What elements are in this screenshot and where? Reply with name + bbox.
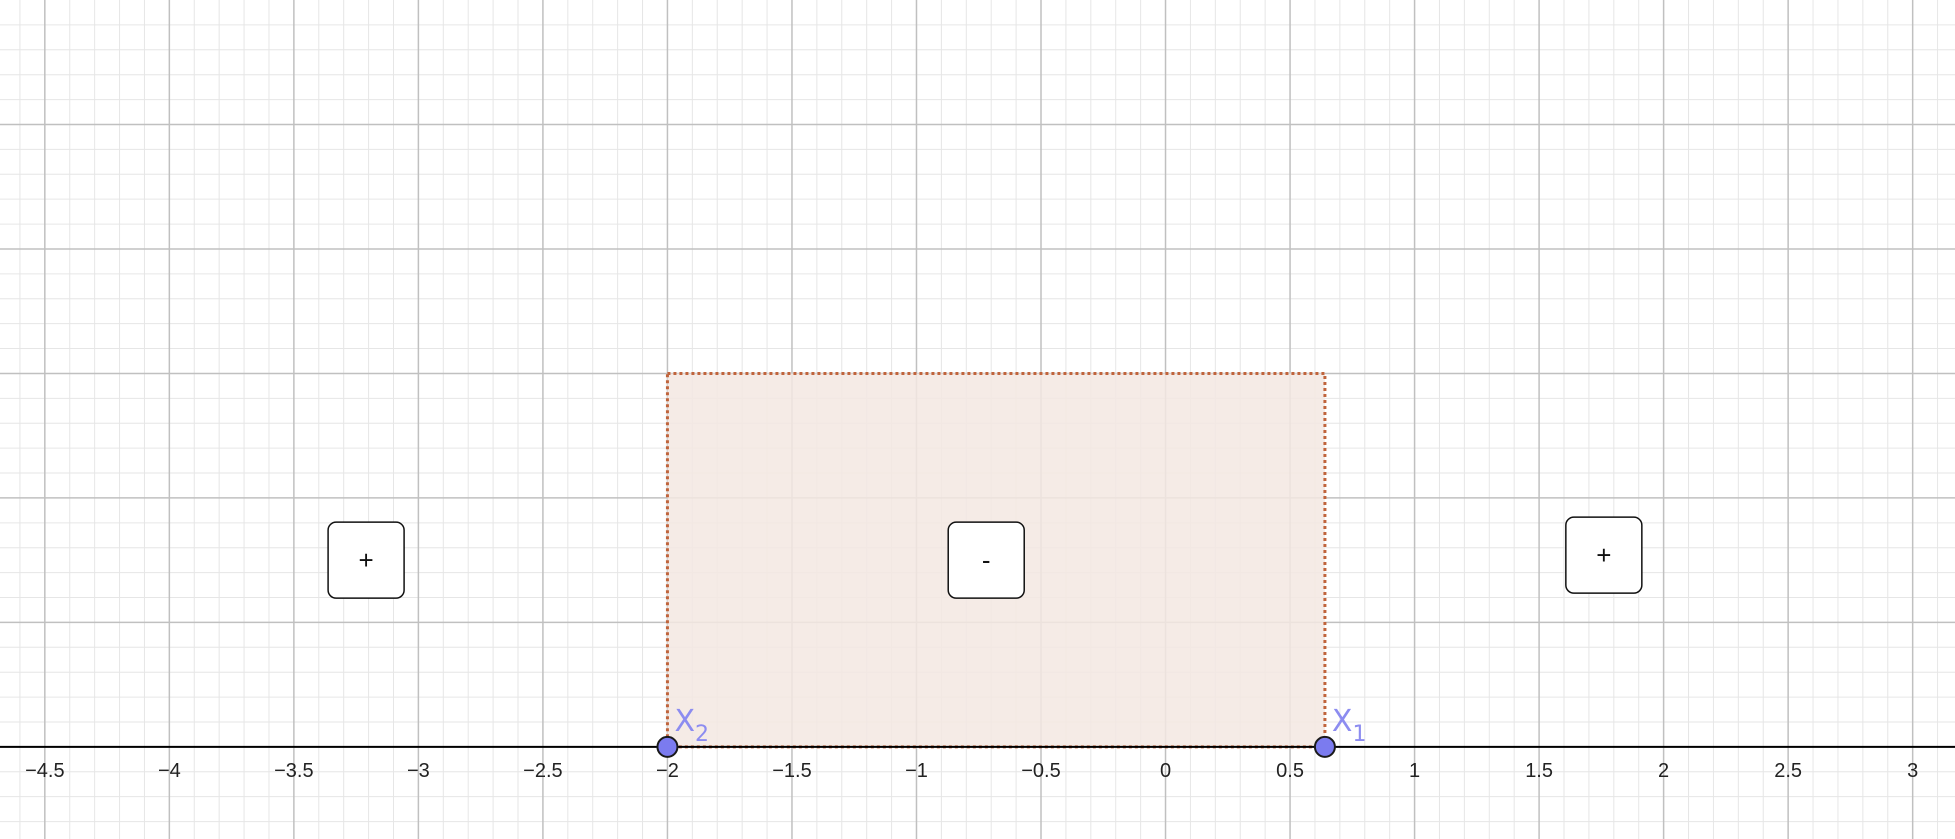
x-tick-label: 3 [1907, 760, 1918, 782]
sign-box: + [1565, 516, 1643, 594]
x-tick-label: −1 [905, 760, 928, 782]
point-marker[interactable] [656, 735, 679, 758]
sign-box-label: + [1596, 540, 1611, 570]
sign-box: - [947, 521, 1025, 599]
x-tick-label: −3 [407, 760, 430, 782]
sign-box-frame [1565, 516, 1643, 594]
point-x2[interactable]: X2 [656, 704, 709, 758]
x-tick-label: 1 [1409, 760, 1420, 782]
sign-box-frame [947, 521, 1025, 599]
x-tick-label: 1.5 [1525, 760, 1553, 782]
point-label-subscript: 1 [1352, 722, 1366, 747]
x-tick-label: −2 [656, 760, 679, 782]
point-label: X1 [1332, 704, 1367, 747]
x-tick-label: 2.5 [1774, 760, 1802, 782]
point-x1[interactable]: X1 [1313, 704, 1367, 758]
sign-box-label: + [359, 545, 374, 575]
x-tick-label: −3.5 [274, 760, 313, 782]
point-label-name: X [1332, 704, 1353, 739]
point-label-name: X [674, 704, 695, 739]
x-tick-label: −1.5 [772, 760, 811, 782]
x-tick-label: 0 [1160, 760, 1171, 782]
sign-boxes: + - + [327, 516, 1643, 599]
point-label: X2 [674, 704, 709, 747]
x-axis-tick-labels: −4.5 −4 −3.5 −3 −2.5 −2 −1.5 −1 −0.5 0 0.5 1 1.5 2 2.5… [25, 760, 1918, 782]
sign-box-frame [327, 521, 405, 599]
x-tick-label: −2.5 [523, 760, 562, 782]
x-tick-label: −4 [158, 760, 181, 782]
x-tick-label: −4.5 [25, 760, 64, 782]
sign-box-label: - [982, 545, 991, 575]
point-label-subscript: 2 [695, 722, 709, 747]
x-tick-label: 2 [1658, 760, 1669, 782]
x-tick-label: 0.5 [1276, 760, 1304, 782]
point-marker[interactable] [1313, 735, 1336, 758]
sign-box: + [327, 521, 405, 599]
x-tick-label: −0.5 [1021, 760, 1060, 782]
